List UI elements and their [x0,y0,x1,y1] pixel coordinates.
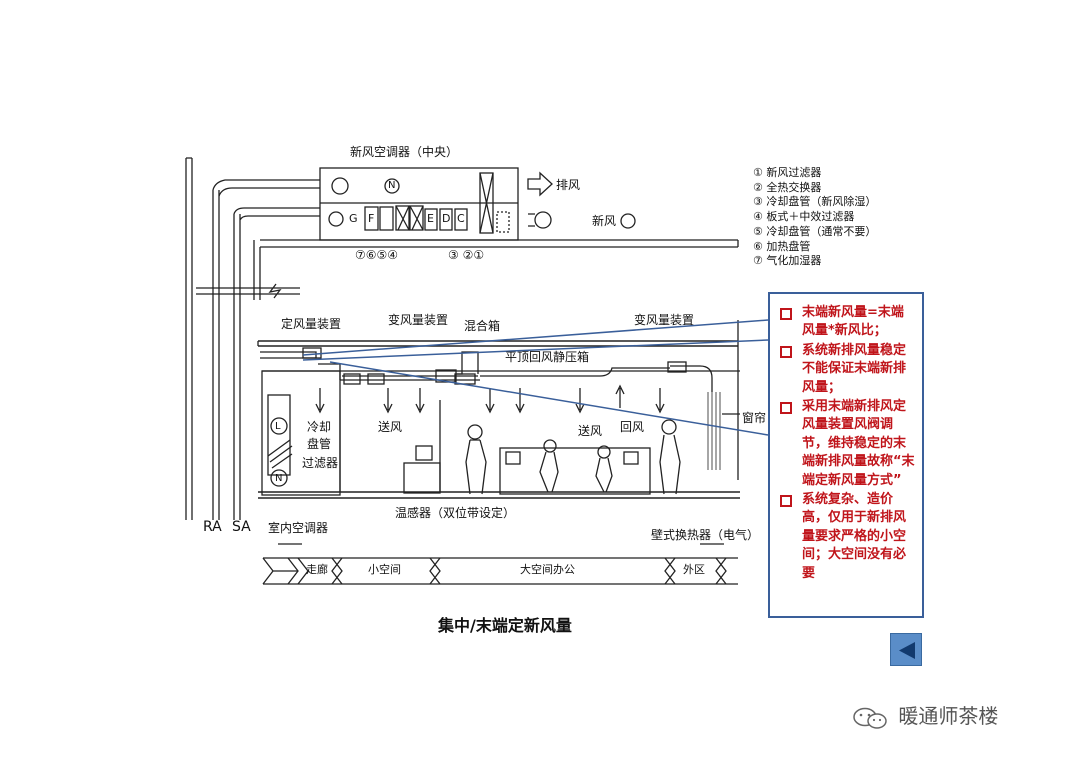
return-air-label: 回风 [620,420,645,434]
fresh-air-label: 新风 [592,214,617,228]
coil-letter-f: F [368,212,375,225]
ahu-title: 新风空调器（中央） [350,145,459,159]
note-item: 采用末端新排风定风量装置风阀调节，维持稳定的末端新排风量故称“末端定新风量方式” [778,398,916,490]
coil-label: 盘管 [307,437,332,451]
legend-item: ③ 冷却盘管（新风除湿） [753,195,877,209]
curtain-label: 窗帘 [742,411,767,425]
wechat-icon [853,707,887,729]
notes-box: 末端新风量=末端风量*新风比； 系统新排风量稳定不能保证末端新排风量； 采用末端… [768,292,924,618]
triangle-left-icon [899,642,915,659]
note-item: 末端新风量=末端风量*新风比； [778,304,916,341]
cooling-label: 冷却 [307,420,332,434]
note-text: 系统新排风量稳定不能保证末端新排风量； [802,342,907,395]
exhaust-label: 排风 [556,178,581,192]
coil-letter-e: E [427,212,434,225]
fan-n-label: N [388,180,396,191]
supply-air-label-2: 送风 [578,424,603,438]
coil-letter-c: C [457,212,465,225]
cav-label: 定风量装置 [281,317,342,331]
component-legend: ① 新风过滤器 ② 全热交换器 ③ 冷却盘管（新风除湿） ④ 板式＋中效过滤器 … [753,166,876,269]
watermark-text: 暖通师茶楼 [898,704,999,728]
legend-item: ④ 板式＋中效过滤器 [753,210,855,224]
coil-letter-g: G [349,212,358,225]
legend-item: ⑤ 冷却盘管（通常不要） [753,224,877,238]
supply-air-label-1: 送风 [378,420,403,434]
note-item: 系统新排风量稳定不能保证末端新排风量； [778,342,916,397]
ra-label: RA [203,519,222,535]
bullet-square-icon [780,308,792,320]
zone-perimeter: 外区 [683,563,705,576]
fan-l-label: L [275,421,281,432]
zone-small-space: 小空间 [368,563,401,576]
note-text: 系统复杂、造价高，仅用于新排风量要求严格的小空间；大空间没有必要 [802,492,907,581]
note-text: 末端新风量=末端风量*新风比； [802,305,904,339]
radiator-label: 壁式换热器（电气） [651,528,760,542]
bullet-square-icon [780,345,792,358]
legend-item: ⑥ 加热盘管 [753,239,811,253]
vav-label-2: 变风量装置 [634,313,695,327]
coil-letter-d: D [442,212,451,225]
zone-open-office: 大空间办公 [520,563,575,576]
mixing-box-label: 混合箱 [464,319,501,333]
note-item: 系统复杂、造价高，仅用于新排风量要求严格的小空间；大空间没有必要 [778,491,916,583]
indoor-ac-label: 室内空调器 [268,521,329,535]
plenum-label: 平顶回风静压箱 [505,350,590,364]
thermostat-label: 温感器（双位带设定） [395,506,516,520]
back-button[interactable] [890,633,922,666]
fan-n-label-lower: N [275,473,283,484]
diagram-caption: 集中/末端定新风量 [438,616,572,635]
sa-label: SA [232,519,251,535]
note-text: 采用末端新排风定风量装置风阀调节，维持稳定的末端新排风量故称“末端定新风量方式” [802,399,915,488]
vav-label-1: 变风量装置 [388,313,449,327]
ahu-component-numbers-right: ③ ②① [448,248,485,262]
bullet-square-icon [780,495,792,508]
ahu-component-numbers-left: ⑦⑥⑤④ [355,248,399,262]
watermark: 暖通师茶楼 [850,700,998,730]
filter-label: 过滤器 [302,456,339,470]
legend-item: ② 全热交换器 [753,180,822,194]
zone-corridor: 走廊 [306,563,328,576]
legend-item: ① 新风过滤器 [753,166,822,179]
legend-item: ⑦ 气化加湿器 [753,254,822,268]
bullet-square-icon [780,402,792,415]
